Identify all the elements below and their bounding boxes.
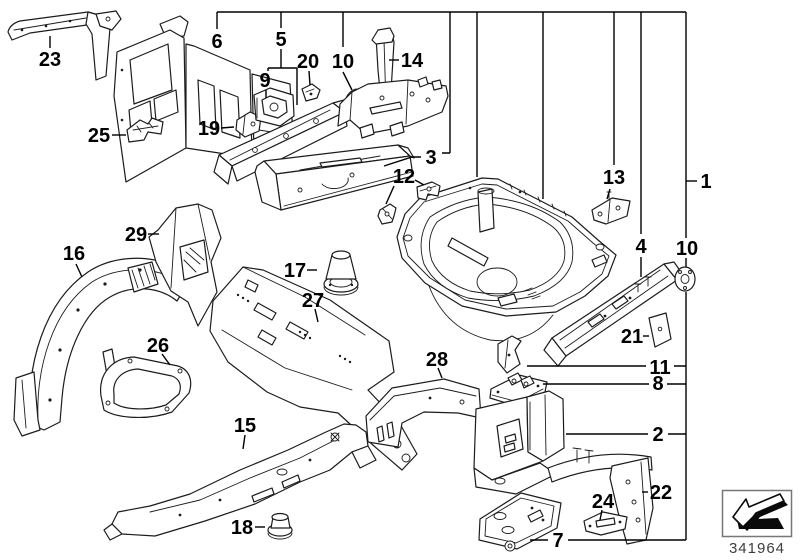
callout-21[interactable]: 21 <box>621 326 643 348</box>
callout-27[interactable]: 27 <box>302 290 324 312</box>
callout-28[interactable]: 28 <box>426 349 448 371</box>
callout-10[interactable]: 10 <box>332 51 354 73</box>
callout-6[interactable]: 6 <box>211 31 222 53</box>
part-3-box-rail <box>254 144 415 211</box>
part-15-brace <box>103 423 377 541</box>
part-number-badge: 341964 <box>721 489 793 557</box>
callout-5[interactable]: 5 <box>275 29 286 51</box>
callout-22[interactable]: 22 <box>650 482 672 504</box>
part-11-corner-bracket <box>497 335 522 374</box>
callout-7[interactable]: 7 <box>552 530 563 552</box>
callout-14[interactable]: 14 <box>401 50 424 72</box>
part-12-clip-right <box>416 181 441 201</box>
parts-layer <box>7 10 682 552</box>
callout-10[interactable]: 10 <box>676 238 698 260</box>
callout-24[interactable]: 24 <box>592 491 615 513</box>
callout-1[interactable]: 1 <box>700 171 711 193</box>
callout-25[interactable]: 25 <box>88 125 110 147</box>
callout-19[interactable]: 19 <box>198 118 220 140</box>
callout-20[interactable]: 20 <box>297 51 319 73</box>
part-17-plug-mount <box>323 250 359 296</box>
part-29-support-panel <box>148 203 222 327</box>
callout-17[interactable]: 17 <box>284 260 306 282</box>
part-20-clip <box>301 83 321 102</box>
part-22-flange-bracket <box>547 447 654 545</box>
part-10-grommet-right <box>674 266 696 292</box>
callout-23[interactable]: 23 <box>39 49 61 71</box>
part-25-bracket <box>126 117 164 143</box>
callout-29[interactable]: 29 <box>125 224 147 246</box>
callout-13[interactable]: 13 <box>603 167 625 189</box>
part-21-shim <box>648 312 672 348</box>
part-floor-pan <box>396 177 617 342</box>
part-19-bracket <box>235 111 262 138</box>
part-14-mount-tray <box>337 27 449 139</box>
part-13-plate <box>591 191 631 225</box>
callout-lines <box>49 11 697 541</box>
callout-8[interactable]: 8 <box>652 373 663 395</box>
callout-2[interactable]: 2 <box>652 424 663 446</box>
part-number: 341964 <box>729 540 785 557</box>
callout-11[interactable]: 11 <box>649 357 670 379</box>
callout-16[interactable]: 16 <box>63 243 85 265</box>
callout-4[interactable]: 4 <box>635 236 647 258</box>
part-27-floor-panel <box>209 266 418 471</box>
callout-3[interactable]: 3 <box>425 147 436 169</box>
part-9-clamp-bracket <box>253 87 295 127</box>
part-23-support-strut <box>7 10 122 81</box>
part-2-box-bracket <box>473 390 565 495</box>
part-28-channel <box>365 378 482 448</box>
part-26-frame-ring <box>100 348 192 419</box>
part-12-clip-left <box>377 203 397 225</box>
part-24-slotted-bracket <box>583 511 628 536</box>
callout-18[interactable]: 18 <box>231 517 253 539</box>
callout-12[interactable]: 12 <box>393 166 415 188</box>
part-7-base-plate <box>478 492 562 552</box>
direction-arrow-icon <box>732 493 788 531</box>
part-4-sill-strip <box>543 261 682 367</box>
part-18-plug <box>267 512 293 540</box>
callout-9[interactable]: 9 <box>259 70 270 92</box>
callout-26[interactable]: 26 <box>147 335 169 357</box>
callout-15[interactable]: 15 <box>234 415 256 437</box>
